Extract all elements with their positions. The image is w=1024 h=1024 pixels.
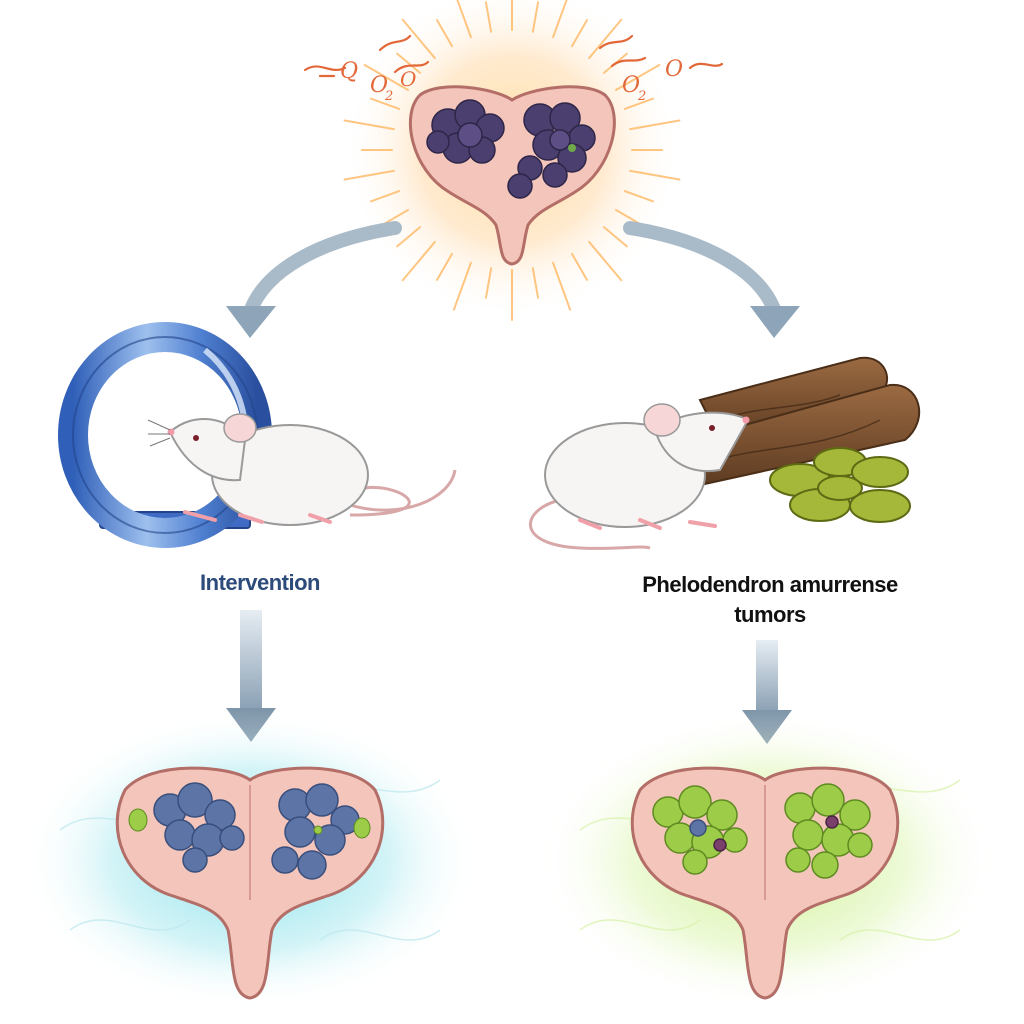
- sun-ray: [571, 252, 588, 281]
- sun-ray: [588, 18, 623, 60]
- sun-ray: [531, 267, 540, 299]
- mouse-on-wheel-icon: [58, 322, 457, 548]
- glyph-left-3: O: [400, 67, 416, 91]
- sun-ray: [629, 169, 681, 181]
- sun-ray: [401, 240, 436, 282]
- glyph-left-0: Q: [340, 59, 358, 84]
- herbal-pellets: [769, 447, 911, 523]
- blue-tumor-cluster-left: [153, 782, 245, 873]
- molecule-doodles-right: [598, 34, 724, 70]
- arrow-top-to-left-head: [226, 306, 276, 338]
- sun-ray: [552, 0, 568, 39]
- glyph-right-2: O: [665, 57, 683, 82]
- sun-ray: [401, 18, 436, 60]
- arrow-top-to-right: [623, 221, 782, 319]
- molecule-doodles-left: [303, 34, 430, 78]
- sun-ray: [396, 226, 422, 248]
- sun-ray: [452, 261, 472, 311]
- sun-ray: [343, 119, 395, 131]
- glyph-left-1: O: [370, 73, 388, 98]
- sun-ray: [623, 190, 654, 203]
- sun-ray: [436, 252, 453, 281]
- dark-tumor-cluster-left: [426, 99, 505, 164]
- blue-tumor-cluster-right: [271, 783, 360, 880]
- sun-ray: [436, 19, 453, 48]
- chemical-glyphs: Q O 2 O O 2 O: [340, 57, 683, 104]
- phellodendron-label-line2: tumors: [734, 602, 806, 627]
- sun-ray: [623, 97, 654, 110]
- arrow-top-to-right-head: [750, 306, 800, 338]
- intervention-label: Intervention: [200, 570, 320, 595]
- sun-ray: [614, 64, 661, 91]
- sun-ray: [588, 240, 623, 282]
- reduced-tumor-icon: [115, 766, 385, 1000]
- sun-ray: [343, 169, 395, 181]
- glyph-right-1: 2: [637, 89, 646, 104]
- arrow-top-to-left: [243, 221, 402, 319]
- mouse-with-bark-icon: [529, 356, 921, 550]
- treated-tumor-icon: [630, 766, 900, 1000]
- glyph-right-0: O: [622, 73, 640, 98]
- glyph-left-2: 2: [384, 89, 393, 104]
- sun-ray: [363, 64, 410, 91]
- sun-ray: [484, 267, 493, 299]
- mouse-right: [529, 403, 750, 550]
- green-tumor-cluster-left: [652, 785, 748, 875]
- sun-ray: [571, 19, 588, 48]
- sun-ray: [629, 119, 681, 131]
- sun-ray: [552, 261, 572, 311]
- sun-ray: [370, 190, 401, 203]
- sun-ray: [602, 226, 628, 248]
- prostate-tumor-icon: [408, 85, 616, 266]
- green-spots-left: [128, 808, 371, 839]
- phellodendron-label-line1: Phelodendron amurrense: [642, 572, 898, 597]
- sun-ray: [396, 52, 422, 74]
- sun-ray: [370, 97, 401, 110]
- dark-tumor-cluster-right: [507, 102, 596, 199]
- sun-ray: [531, 1, 540, 33]
- sun-ray: [456, 0, 472, 39]
- green-tumor-cluster-right: [784, 783, 873, 879]
- phellodendron-label: Phelodendron amurrense tumors: [600, 570, 940, 630]
- sun-ray: [484, 1, 493, 33]
- mouse-left: [147, 413, 457, 526]
